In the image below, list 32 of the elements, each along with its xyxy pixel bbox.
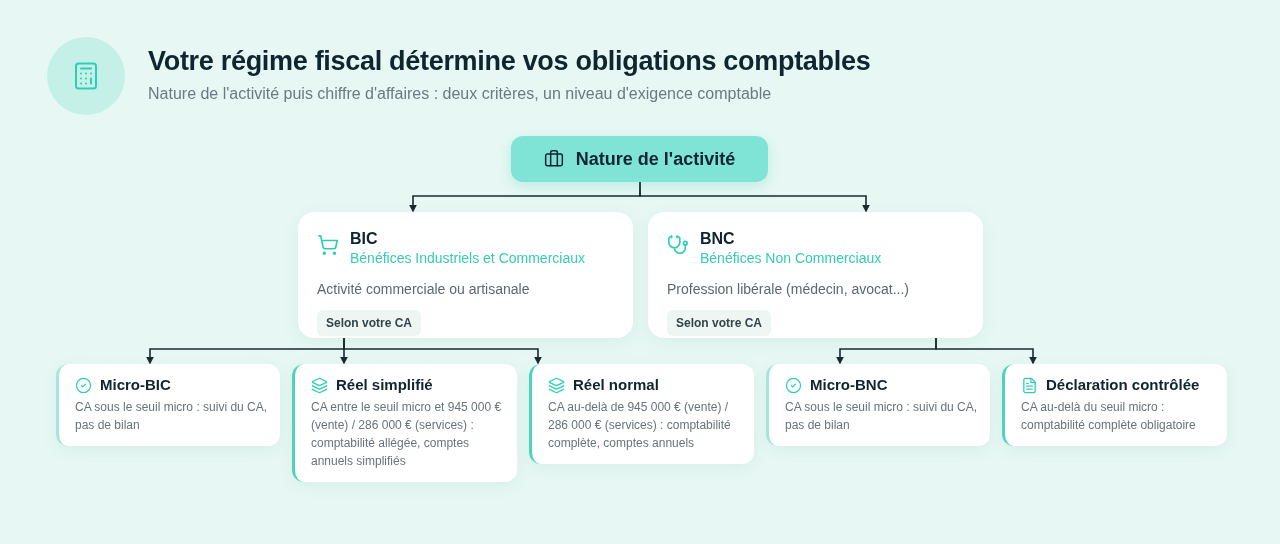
card-title: BNC (700, 229, 736, 249)
card-title: Micro-BNC (810, 375, 888, 395)
regime-card (529, 364, 754, 464)
card-title: Réel simplifié (336, 375, 433, 395)
arrow (639, 181, 870, 213)
criterion-tag: Selon votre CA (667, 310, 771, 336)
node-title: Nature de l'activité (575, 147, 736, 171)
arrow (935, 337, 1037, 365)
card-title: Réel normal (573, 375, 659, 395)
card-description: CA au-delà de 945 000 € (vente) / 286 000 € (services) : comptabilité complète, comptes annuels (548, 399, 732, 452)
card-description: CA sous le seuil micro : suivi du CA, pas de bilan (785, 399, 979, 434)
card-subtitle: Bénéfices Industriels et Commerciaux (350, 249, 585, 267)
category-node (511, 136, 768, 182)
regime-card (292, 364, 517, 482)
card-description: CA au-delà du seuil micro : comptabilité complète obligatoire (1021, 399, 1197, 434)
card-title: BIC (350, 229, 379, 249)
card-title: Micro-BIC (100, 375, 171, 395)
card-description: CA entre le seuil micro et 945 000 € (vente) / 286 000 € (services) : comptabilité allégée, comptes annuels simplifiés (311, 399, 503, 470)
arrow (343, 337, 542, 365)
category-card (298, 212, 633, 338)
card-subtitle: Bénéfices Non Commerciaux (700, 249, 882, 267)
regime-card (1002, 364, 1227, 446)
category-card (648, 212, 983, 338)
criterion-tag: Selon votre CA (317, 310, 421, 336)
regime-card (766, 364, 990, 446)
card-description: Profession libérale (médecin, avocat...) (667, 281, 909, 297)
card-title: Déclaration contrôlée (1046, 375, 1200, 395)
card-description: CA sous le seuil micro : suivi du CA, pas de bilan (75, 399, 269, 434)
card-description: Activité commerciale ou artisanale (317, 281, 530, 297)
title: Votre régime fiscal détermine vos obligations comptables (148, 46, 871, 76)
regime-card (56, 364, 280, 446)
subtitle: Nature de l'activité puis chiffre d'affaires : deux critères, un niveau d'exigence comptable (148, 85, 772, 102)
